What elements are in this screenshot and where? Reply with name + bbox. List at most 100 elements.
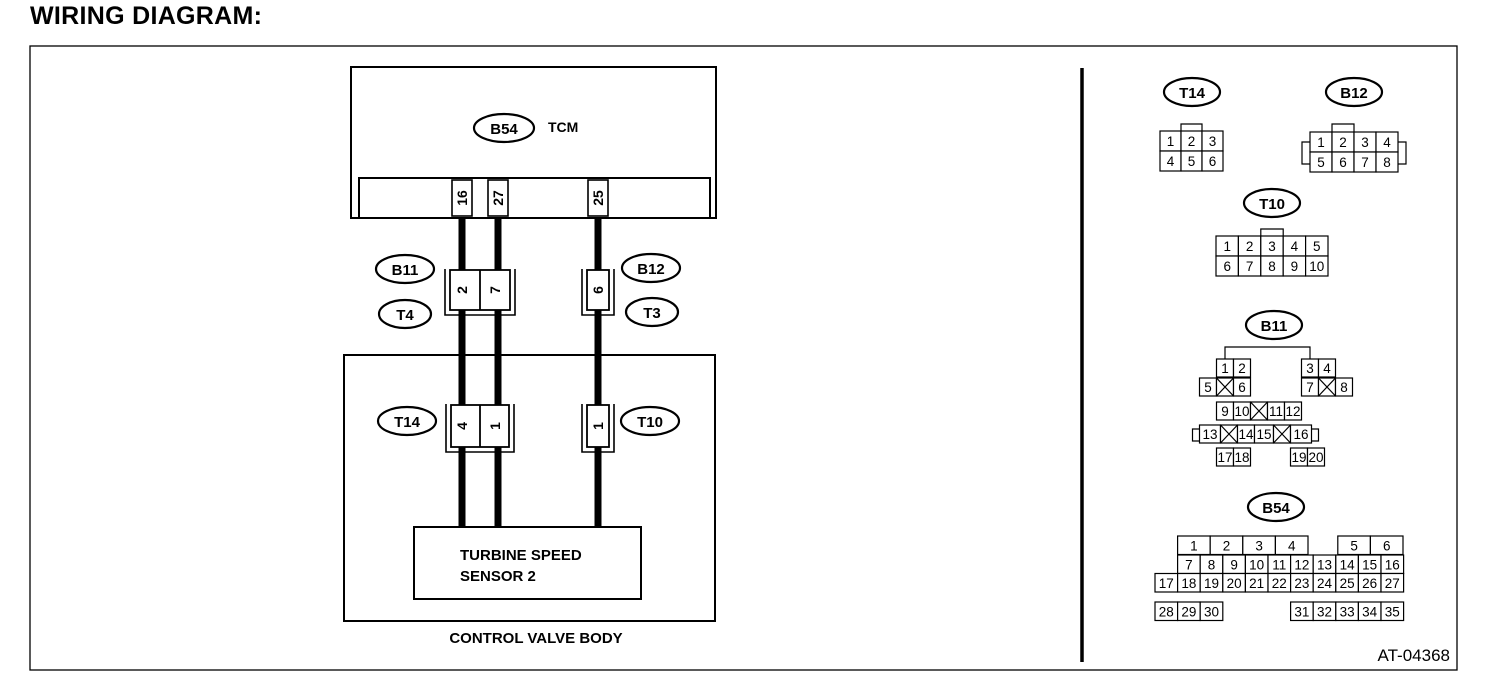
b11-view-label-oval bbox=[1244, 309, 1304, 341]
t4-label-oval bbox=[377, 298, 433, 330]
b11-view-blank-4-cross bbox=[1220, 424, 1238, 444]
b11-view-pin-6: 6 bbox=[1238, 380, 1246, 395]
b11-view-pin-2: 2 bbox=[1238, 361, 1246, 376]
t14-connector-bracket bbox=[445, 404, 515, 453]
b11-view-pin-10: 10 bbox=[1234, 404, 1249, 419]
b11-view-pin-2-cell bbox=[1232, 358, 1252, 378]
t10-view-pin-1: 1 bbox=[1223, 239, 1231, 254]
b54-view-pin-2: 2 bbox=[1223, 538, 1231, 553]
b54-view-pin-18: 18 bbox=[1181, 576, 1196, 591]
t14-view-pin-2: 2 bbox=[1188, 134, 1196, 149]
b54-view-pin-3: 3 bbox=[1255, 538, 1263, 553]
control-valve-body-caption: CONTROL VALVE BODY bbox=[449, 630, 622, 647]
tcm-connector-strip bbox=[358, 177, 711, 219]
b54-view-label-oval bbox=[1246, 491, 1306, 523]
tcm-pin-27: 27 bbox=[490, 190, 506, 206]
t14-pin-4: 4 bbox=[454, 422, 470, 430]
b11-view-pin-12: 12 bbox=[1285, 404, 1300, 419]
b11-label-oval bbox=[374, 253, 436, 285]
b12-view-pin-6: 6 bbox=[1339, 155, 1347, 170]
page-title: WIRING DIAGRAM: bbox=[30, 2, 263, 30]
b54-view-label: B54 bbox=[1262, 500, 1290, 517]
t10-view-pin-3: 3 bbox=[1268, 239, 1276, 254]
sensor-name-line1: TURBINE SPEED bbox=[460, 547, 582, 564]
b54-view-pin-29: 29 bbox=[1181, 604, 1196, 619]
b12-view-pin-4: 4 bbox=[1383, 135, 1391, 150]
b11-view-pin-7: 7 bbox=[1306, 380, 1314, 395]
b54-view-pin-19: 19 bbox=[1204, 576, 1219, 591]
b11-view-pin-8-cell bbox=[1334, 377, 1354, 397]
t10-view-pin-9: 9 bbox=[1291, 259, 1299, 274]
b54-view-pin-32: 32 bbox=[1317, 604, 1332, 619]
tcm-box bbox=[350, 66, 717, 219]
t10-label: T10 bbox=[637, 414, 663, 431]
t3-label-oval bbox=[624, 296, 680, 328]
b54-view-pin-28: 28 bbox=[1159, 604, 1174, 619]
b54-view-pin-11: 11 bbox=[1272, 557, 1286, 572]
b11-view-pin-8: 8 bbox=[1340, 380, 1348, 395]
t10-view-key bbox=[1260, 228, 1284, 236]
t14-label-oval bbox=[376, 405, 438, 437]
t14-pin-1: 1 bbox=[487, 422, 503, 430]
b11-view-pin-19: 19 bbox=[1291, 450, 1306, 465]
b54-view-pin-15: 15 bbox=[1362, 557, 1377, 572]
t10-view-pin-2: 2 bbox=[1246, 239, 1254, 254]
b54-view-pin-27-cell bbox=[1380, 572, 1405, 593]
tcm-name: TCM bbox=[548, 119, 578, 135]
b11-view-pin-1: 1 bbox=[1221, 361, 1229, 376]
b11-view-pin-15: 15 bbox=[1256, 427, 1271, 442]
t14-view-pin-4: 4 bbox=[1167, 154, 1175, 169]
b11-view-pin-11: 11 bbox=[1269, 404, 1283, 419]
b12-label-oval bbox=[620, 252, 682, 284]
b54-view-pin-7: 7 bbox=[1185, 557, 1193, 572]
t10-label-oval bbox=[619, 405, 681, 437]
b11-view-pin-20: 20 bbox=[1308, 450, 1323, 465]
b11-view-pin-6-cell bbox=[1232, 377, 1252, 397]
b12-connector-bracket bbox=[581, 269, 615, 316]
t3-label: T3 bbox=[643, 305, 661, 322]
t14-view-pin-3: 3 bbox=[1209, 134, 1217, 149]
b11-view-blank-2-cross bbox=[1318, 377, 1336, 397]
b12-view-pin-2: 2 bbox=[1339, 135, 1347, 150]
figure-code: AT-04368 bbox=[1378, 646, 1450, 665]
b11-view-pin-12-cell bbox=[1283, 401, 1303, 421]
b12-view-pin-3: 3 bbox=[1361, 135, 1369, 150]
t14-view-label-oval bbox=[1162, 76, 1222, 108]
t14-label: T14 bbox=[394, 414, 421, 431]
b12-view-pin-7: 7 bbox=[1361, 155, 1369, 170]
b11-label: B11 bbox=[392, 262, 419, 279]
b12-view-pin-8: 8 bbox=[1383, 155, 1391, 170]
b54-view-pin-27: 27 bbox=[1385, 576, 1400, 591]
b11-connector-bracket bbox=[444, 269, 516, 316]
b11-view-pin-17: 17 bbox=[1217, 450, 1232, 465]
b12-connector-body bbox=[586, 269, 610, 311]
b54-view-pin-22: 22 bbox=[1272, 576, 1287, 591]
b12-pin-6: 6 bbox=[590, 286, 606, 294]
b12-view-latch-right bbox=[1398, 141, 1407, 165]
b54-view-pin-10: 10 bbox=[1249, 557, 1264, 572]
b54-view-pin-30: 30 bbox=[1204, 604, 1219, 619]
t4-label: T4 bbox=[396, 307, 414, 324]
b54-view-pin-16: 16 bbox=[1385, 557, 1400, 572]
b54-view-pin-25: 25 bbox=[1340, 576, 1355, 591]
b54-view-pin-4: 4 bbox=[1288, 538, 1296, 553]
t14-view-pin-1: 1 bbox=[1167, 134, 1175, 149]
t10-view-pin-6: 6 bbox=[1223, 259, 1231, 274]
b11-view-latch-left bbox=[1191, 428, 1200, 442]
b12-view-key bbox=[1331, 123, 1355, 132]
b11-view-latch-right bbox=[1311, 428, 1320, 442]
t14-view-pin-6: 6 bbox=[1209, 154, 1217, 169]
b11-view-pin-18: 18 bbox=[1234, 450, 1249, 465]
b11-view-pin-16-cell bbox=[1289, 424, 1313, 444]
t10-view-pin-10: 10 bbox=[1309, 259, 1324, 274]
t14-view-label: T14 bbox=[1179, 85, 1206, 102]
b11-view-pin-9: 9 bbox=[1221, 404, 1229, 419]
b11-pin-7: 7 bbox=[487, 286, 503, 294]
b54-view-pin-1: 1 bbox=[1190, 538, 1198, 553]
t14-view-key bbox=[1180, 123, 1203, 131]
b12-label: B12 bbox=[637, 261, 665, 278]
b54-view-pin-21: 21 bbox=[1249, 576, 1264, 591]
turbine-speed-sensor-box bbox=[413, 526, 642, 600]
